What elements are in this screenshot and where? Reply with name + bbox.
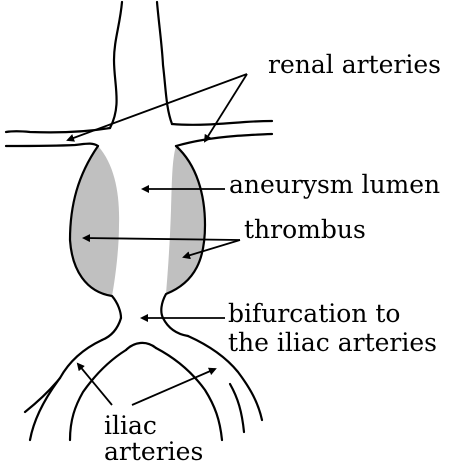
arrow-iliac-left (78, 364, 112, 405)
label-iliac-line1: iliac (104, 411, 157, 440)
arrow-renal-right (205, 74, 247, 141)
iliac-right-inner (156, 348, 222, 440)
bifurcation-crotch (126, 343, 156, 350)
label-iliac-line2: arteries (104, 437, 203, 465)
iliac-left-outer (30, 340, 102, 440)
label-bifurcation-line2: the iliac arteries (228, 328, 437, 357)
iliac-right-branch (230, 384, 244, 432)
thrombus-left-region (70, 146, 119, 296)
neck-left-wall (102, 318, 121, 340)
label-bifurcation-line1: bifurcation to (228, 299, 400, 328)
renal-artery-left-lower (6, 144, 98, 146)
label-aneurysm-lumen: aneurysm lumen (229, 170, 440, 199)
label-thrombus: thrombus (244, 215, 366, 244)
renal-artery-right-upper (172, 121, 272, 125)
aorta-upper-left-wall (110, 2, 122, 128)
thrombus-right-region (166, 146, 205, 294)
neck-right-wall (163, 318, 188, 336)
renal-artery-right-lower (176, 134, 272, 146)
arrow-renal-left (68, 74, 247, 140)
label-renal-arteries: renal arteries (268, 50, 441, 79)
